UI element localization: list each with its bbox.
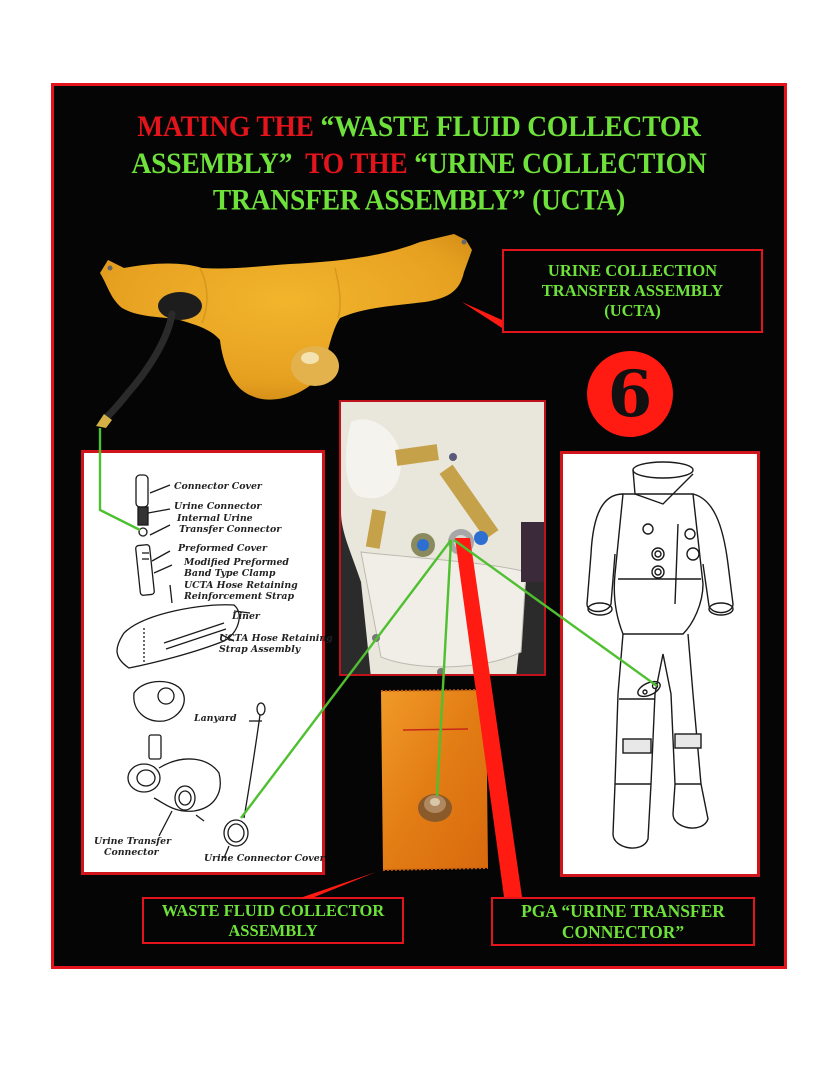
spacesuit-illustration	[586, 461, 734, 849]
suit-photo-illustration	[341, 402, 544, 674]
callout-ucta-line-1: URINE COLLECTION	[547, 261, 718, 280]
title-segment: TO THE	[305, 145, 415, 180]
label-modified-clamp-2: Band Type Clamp	[184, 568, 276, 579]
label-lanyard: Lanyard	[194, 713, 237, 724]
callout-waste-line-1: WASTE FLUID COLLECTOR	[161, 900, 385, 920]
callout-ucta-line-2: TRANSFER ASSEMBLY	[541, 281, 724, 300]
callout-waste-fluid-collector: WASTE FLUID COLLECTOR ASSEMBLY	[142, 897, 404, 944]
label-connector-cover: Connector Cover	[174, 481, 262, 492]
label-hose-reinforcement-2: Reinforcement Strap	[184, 591, 294, 602]
title-segment: “URINE COLLECTION	[414, 145, 707, 180]
label-urine-connector-cover: Urine Connector Cover	[204, 853, 325, 864]
callout-ucta: URINE COLLECTION TRANSFER ASSEMBLY (UCTA…	[502, 249, 763, 333]
title-segment: “WASTE FLUID COLLECTOR	[320, 109, 701, 143]
label-preformed-cover: Preformed Cover	[178, 543, 267, 554]
callout-pga-urine-transfer-connector: PGA “URINE TRANSFER CONNECTOR”	[491, 897, 755, 946]
label-internal-urine-2: Transfer Connector	[179, 524, 282, 535]
ucta-exploded-diagram: Connector Cover Urine Connector Internal…	[81, 450, 333, 875]
title-line-2: ASSEMBLY” TO THE “URINE COLLECTION	[51, 145, 787, 182]
label-liner: Liner	[232, 611, 260, 622]
label-urine-connector: Urine Connector	[174, 501, 262, 512]
page-title: MATING THE “WASTE FLUID COLLECTOR ASSEMB…	[51, 108, 787, 218]
step-number-badge: 6	[587, 351, 673, 437]
label-hose-reinforcement-1: UCTA Hose Retaining	[184, 580, 298, 591]
title-line-3: TRANSFER ASSEMBLY” (UCTA)	[51, 181, 787, 218]
label-modified-clamp-1: Modified Preformed	[184, 557, 289, 568]
label-hose-strap-2: Strap Assembly	[219, 644, 301, 655]
suit-connector-photo	[339, 400, 546, 676]
callout-pga-line-2: CONNECTOR”	[561, 921, 685, 942]
callout-waste-line-2: ASSEMBLY	[228, 920, 318, 940]
label-hose-strap-1: UCTA Hose Retaining	[219, 633, 333, 644]
label-internal-urine-1: Internal Urine	[177, 513, 253, 524]
waste-fluid-collector-bag-image	[380, 689, 489, 871]
label-urine-transfer-1: Urine Transfer	[94, 836, 172, 847]
callout-ucta-line-3: (UCTA)	[604, 301, 661, 320]
callout-pga-line-1: PGA “URINE TRANSFER	[521, 900, 725, 921]
ucta-garment-image	[96, 234, 472, 428]
label-urine-transfer-2: Connector	[104, 847, 159, 858]
spacesuit-drawing	[560, 451, 760, 877]
title-segment: MATING THE	[137, 109, 321, 143]
title-segment: ASSEMBLY”	[131, 145, 306, 180]
title-line-1: MATING THE “WASTE FLUID COLLECTOR	[51, 108, 787, 145]
title-segment: TRANSFER ASSEMBLY” (UCTA)	[212, 182, 626, 216]
